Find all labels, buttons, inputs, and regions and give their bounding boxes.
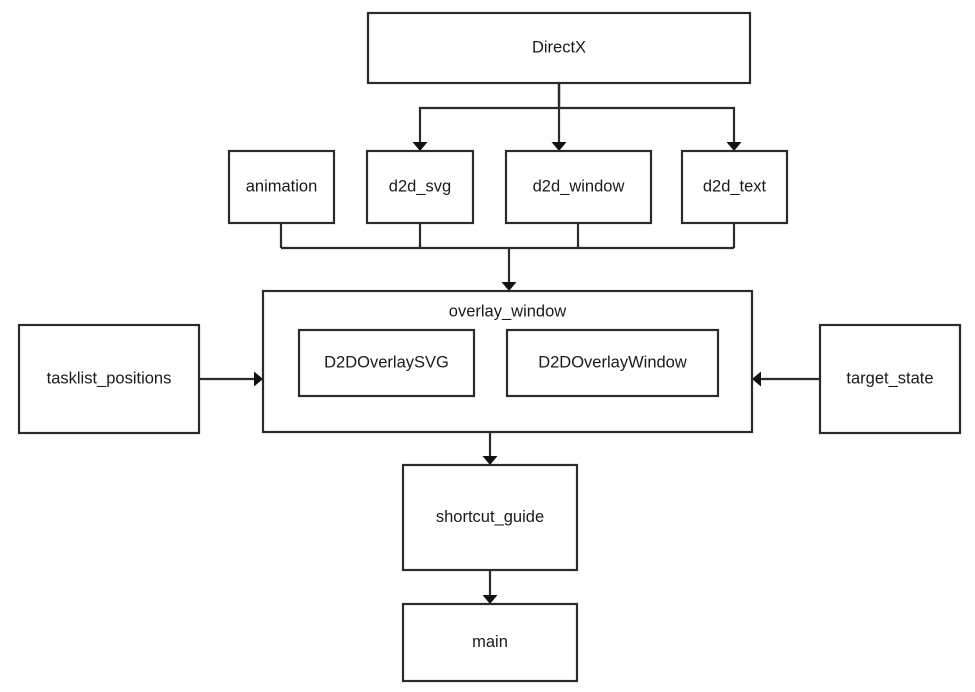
node-animation[interactable]: animation: [227, 149, 336, 225]
node-label-directx: DirectX: [532, 38, 586, 56]
connector-tasklist_positions-to-overlay_window: [199, 371, 263, 387]
node-box-d2d_overlay_window[interactable]: [505, 328, 720, 398]
connector-shortcut_guide-to-main: [482, 570, 498, 604]
node-box-d2d_text[interactable]: [680, 149, 789, 225]
arrowhead-down: [412, 142, 428, 151]
node-target_state[interactable]: target_state: [818, 323, 962, 435]
arrowhead-down: [501, 282, 517, 291]
node-box-d2d_svg[interactable]: [365, 149, 475, 225]
arrowhead-down: [482, 595, 498, 604]
node-box-d2d_overlay_svg[interactable]: [297, 328, 476, 398]
connector-overlay_window-to-shortcut_guide: [482, 432, 498, 465]
node-label-d2d_overlay_svg: D2DOverlaySVG: [324, 353, 449, 371]
node-label-d2d_window: d2d_window: [533, 177, 625, 195]
node-label-d2d_svg: d2d_svg: [389, 177, 451, 195]
node-box-main[interactable]: [401, 602, 579, 683]
connector-directx-to-d2d_text: [557, 83, 742, 151]
node-label-target_state: target_state: [846, 369, 933, 387]
node-label-main: main: [472, 633, 508, 651]
node-box-tasklist_positions[interactable]: [17, 323, 201, 435]
node-box-animation[interactable]: [227, 149, 336, 225]
node-label-tasklist_positions: tasklist_positions: [47, 369, 172, 387]
edge-layer: [199, 83, 820, 604]
arrowhead-down: [726, 142, 742, 151]
connector-target_state-to-overlay_window: [752, 371, 820, 387]
node-directx[interactable]: DirectX: [366, 11, 752, 85]
node-box-target_state[interactable]: [818, 323, 962, 435]
arrowhead-down: [551, 142, 567, 151]
node-d2d_window[interactable]: d2d_window: [504, 149, 653, 225]
node-label-animation: animation: [246, 177, 318, 195]
node-box-shortcut_guide[interactable]: [401, 463, 579, 572]
node-shortcut_guide[interactable]: shortcut_guide: [401, 463, 579, 572]
node-layer: DirectX animation d2d_svg d2d_window d2d_tex…: [17, 11, 962, 683]
arrowhead-right: [254, 371, 263, 387]
node-box-directx[interactable]: [366, 11, 752, 85]
node-d2d_text[interactable]: d2d_text: [680, 149, 789, 225]
node-d2d_overlay_svg[interactable]: D2DOverlaySVG: [297, 328, 476, 398]
arrowhead-down: [482, 456, 498, 465]
node-main[interactable]: main: [401, 602, 579, 683]
connector-directx-to-d2d_svg: [412, 83, 561, 151]
connector-line: [557, 83, 736, 143]
node-d2d_overlay_window[interactable]: D2DOverlayWindow: [505, 328, 720, 398]
node-box-d2d_window[interactable]: [504, 149, 653, 225]
node-label-overlay_window: overlay_window: [449, 302, 566, 320]
node-tasklist_positions[interactable]: tasklist_positions: [17, 323, 201, 435]
node-d2d_svg[interactable]: d2d_svg: [365, 149, 475, 225]
connector-line: [418, 83, 561, 143]
connector-bus-to-overlay_window: [501, 248, 517, 291]
arrowhead-left: [752, 371, 761, 387]
node-label-d2d_text: d2d_text: [703, 177, 767, 195]
node-label-d2d_overlay_window: D2DOverlayWindow: [538, 353, 687, 371]
node-label-shortcut_guide: shortcut_guide: [436, 508, 544, 526]
